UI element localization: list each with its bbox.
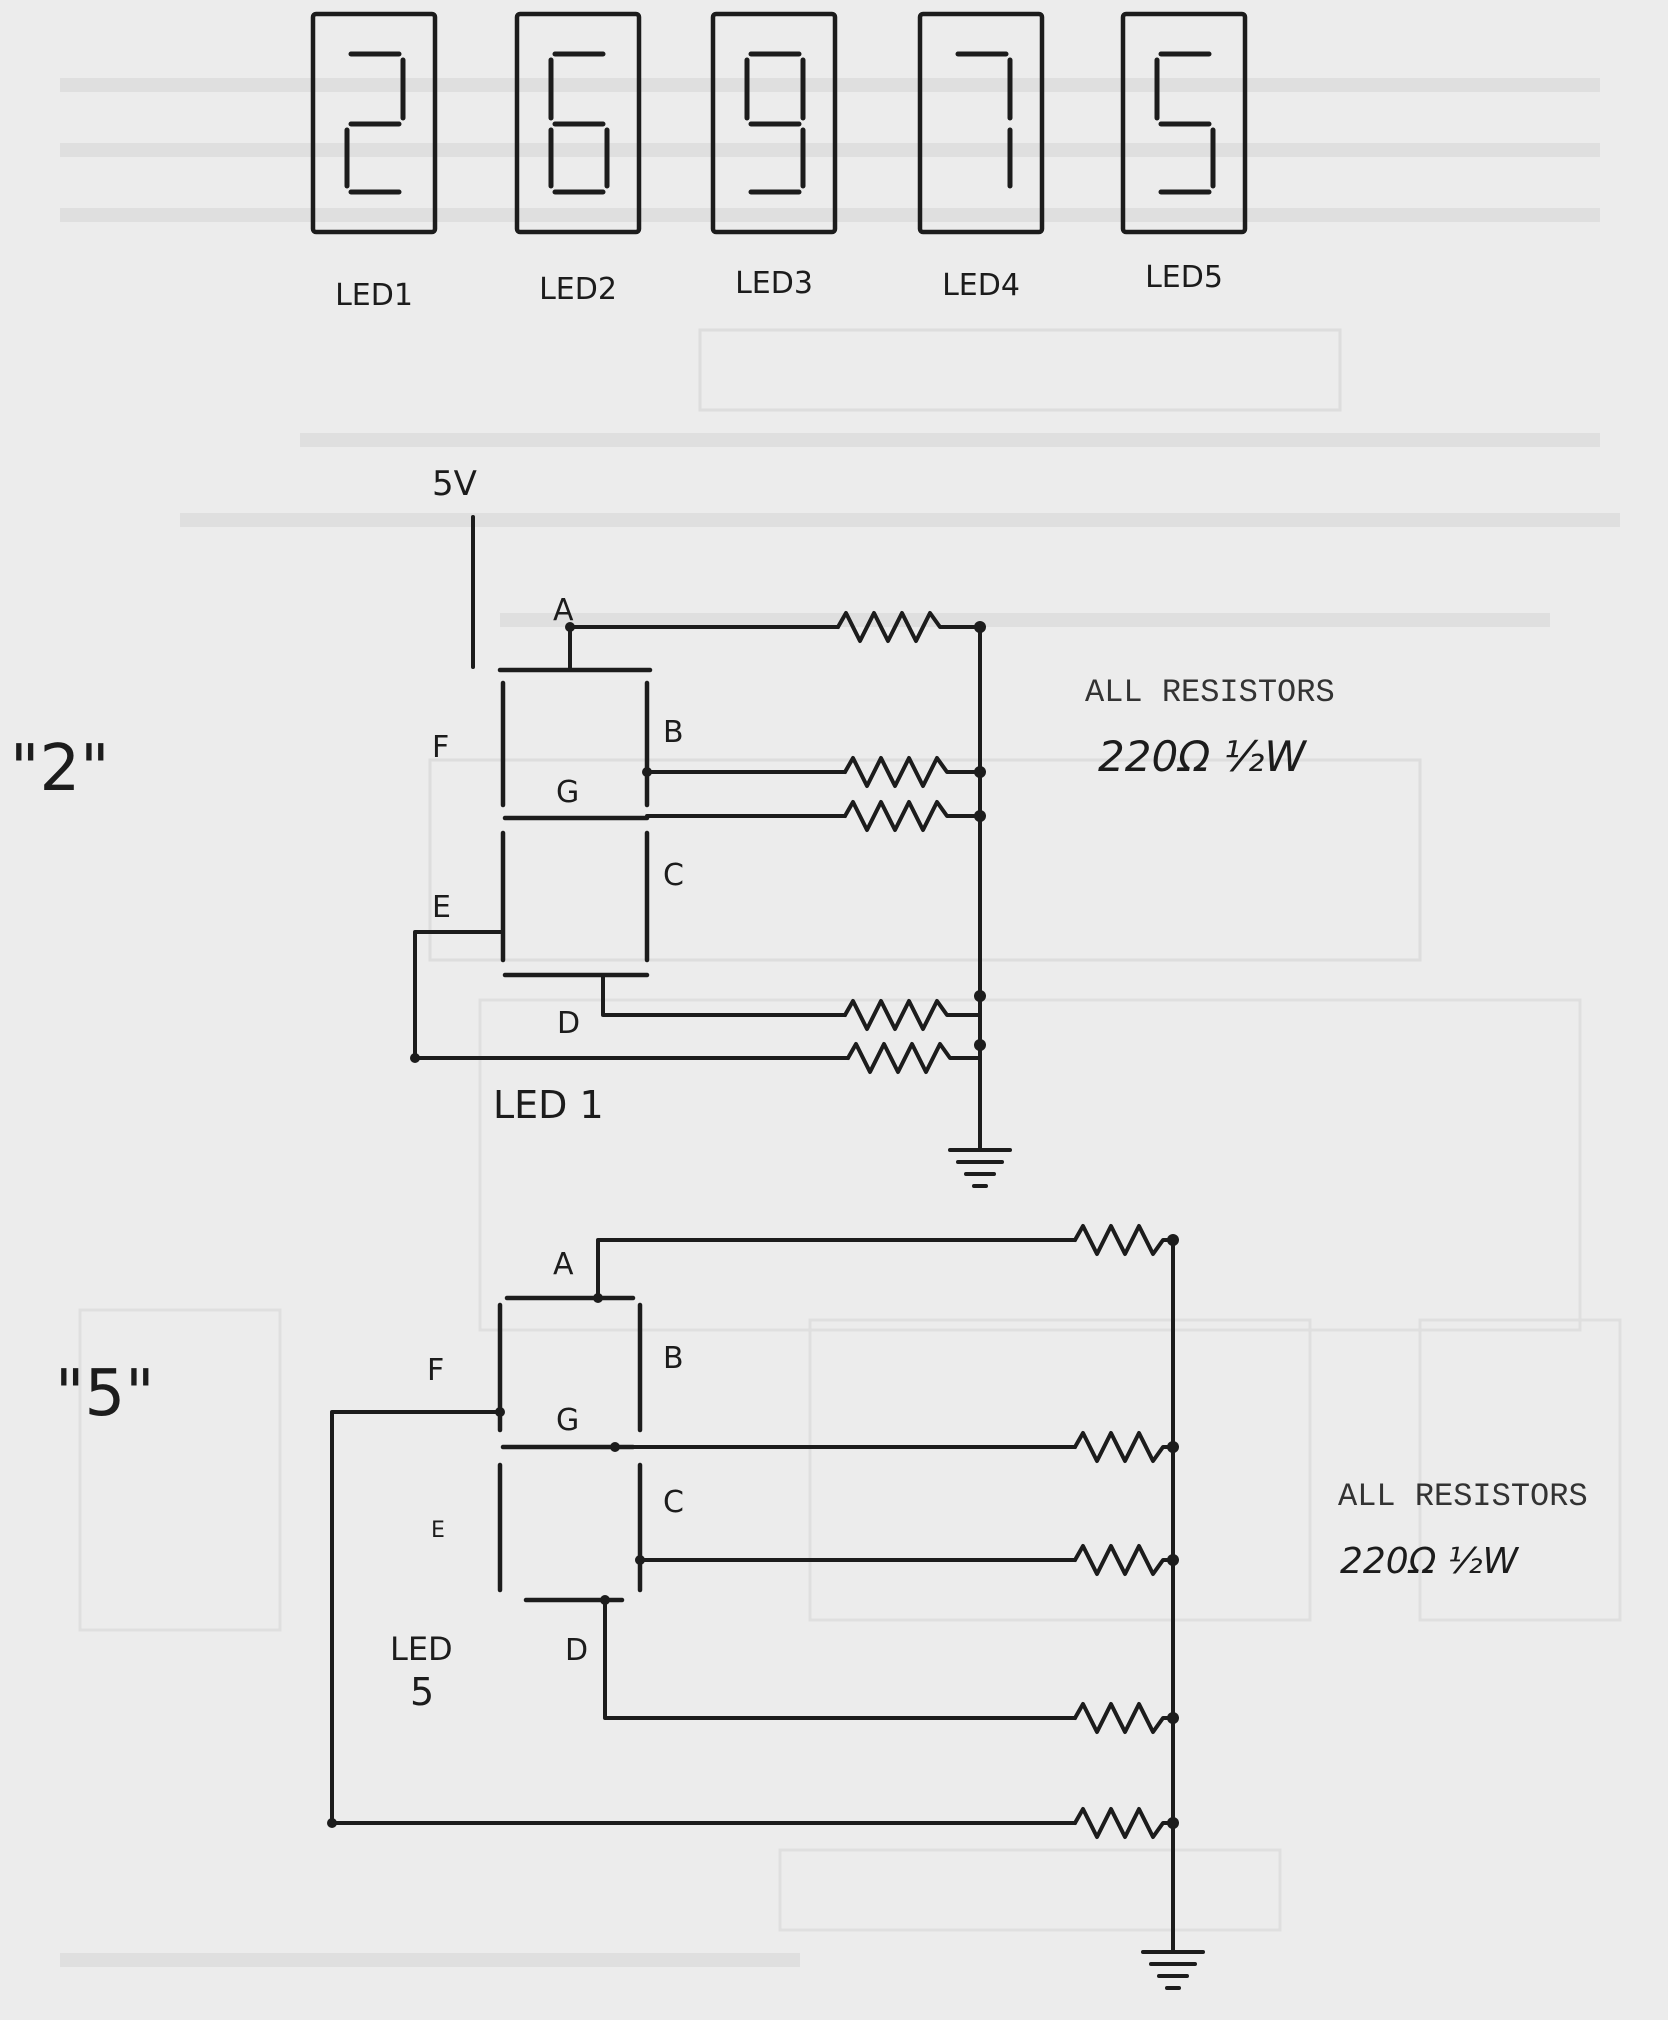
- junction: [593, 1293, 603, 1303]
- junction: [1167, 1554, 1179, 1566]
- wire-d: [601, 973, 847, 1017]
- led5-resistors: [1073, 1224, 1175, 1839]
- wire-f: [330, 1410, 1077, 1825]
- junction: [327, 1818, 337, 1828]
- led1-resistors: [836, 611, 982, 1074]
- junction: [974, 1039, 986, 1051]
- bleed-through: [60, 78, 1622, 1967]
- display-frame: [1120, 11, 1248, 235]
- wire-e: [413, 930, 850, 1060]
- resistor-f: [1073, 1807, 1175, 1839]
- led5-display-label-line2: 5: [410, 1670, 434, 1714]
- junction: [565, 622, 575, 632]
- resistor-a: [836, 611, 982, 643]
- display-label: LED5: [1145, 260, 1223, 295]
- digit-2-caption: "2": [10, 732, 110, 806]
- display-led2: LED2: [514, 11, 642, 307]
- junction: [600, 1595, 610, 1605]
- led5-wires: [330, 1238, 1175, 1952]
- junction: [1167, 1712, 1179, 1724]
- resistor-note-line2: 220Ω ½W: [1098, 732, 1307, 781]
- display-label: LED2: [539, 272, 617, 307]
- resistor-note-line2: 220Ω ½W: [1340, 1541, 1520, 1582]
- junction: [974, 810, 986, 822]
- junction: [642, 767, 652, 777]
- resistor-a: [1073, 1224, 1175, 1256]
- junction: [495, 1407, 505, 1417]
- label-e: E: [432, 890, 451, 925]
- label-a: A: [553, 593, 574, 628]
- led5-segment-labels: A F B G C E D: [427, 1247, 684, 1668]
- display-led3: LED3: [710, 11, 838, 301]
- junction: [610, 1442, 620, 1452]
- junction: [974, 621, 986, 633]
- display-led4: LED4: [917, 11, 1045, 303]
- display-led1: LED1: [310, 11, 438, 313]
- led1-display-label: LED 1: [493, 1083, 604, 1127]
- label-c: C: [663, 858, 684, 893]
- label-g: G: [556, 775, 579, 810]
- circuit-digit-5: "5" A F B G C E D: [55, 1224, 1588, 1990]
- display-frame: [310, 11, 438, 235]
- label-f: F: [432, 730, 449, 765]
- label-b: B: [663, 1341, 684, 1376]
- wire-a: [596, 1238, 1077, 1300]
- resistor-d: [843, 999, 982, 1031]
- supply-5v-label: 5V: [432, 464, 477, 504]
- display-frame: [514, 11, 642, 235]
- resistor-b: [843, 756, 982, 788]
- display-frame: [917, 11, 1045, 235]
- digit-5-caption: "5": [55, 1357, 155, 1431]
- resistor-note-line1: ALL RESISTORS: [1085, 674, 1335, 711]
- wire-d: [603, 1598, 1077, 1720]
- label-d: D: [557, 1006, 580, 1041]
- display-label: LED3: [735, 266, 813, 301]
- led1-junctions: [410, 621, 986, 1063]
- resistor-note-line1: ALL RESISTORS: [1338, 1478, 1588, 1515]
- junction: [974, 990, 986, 1002]
- display-label: LED1: [335, 278, 413, 313]
- display-frame: [710, 11, 838, 235]
- display-led5: LED5: [1120, 11, 1248, 295]
- led1-segments: [497, 667, 653, 978]
- resistor-g: [1073, 1431, 1175, 1463]
- led5-display-label-line1: LED: [390, 1630, 453, 1668]
- resistor-d: [1073, 1702, 1175, 1734]
- label-e: E: [431, 1518, 445, 1543]
- led5-junctions: [327, 1234, 1179, 1829]
- wire-a: [568, 625, 840, 672]
- seven-segment-displays: LED1 LED2 LED3 LED4 LED5: [310, 11, 1248, 313]
- junction: [1167, 1441, 1179, 1453]
- label-a: A: [553, 1247, 574, 1282]
- resistor-c: [1073, 1544, 1175, 1576]
- resistor-g: [843, 800, 982, 832]
- junction: [1167, 1817, 1179, 1829]
- label-d: D: [565, 1633, 588, 1668]
- resistor-e: [846, 1042, 982, 1074]
- ground-symbol-1: [948, 1148, 1012, 1188]
- label-g: G: [556, 1403, 579, 1438]
- led1-wires: [413, 625, 982, 1150]
- circuit-digit-2: "2" 5V A F B G C E D: [10, 464, 1335, 1188]
- junction: [635, 1555, 645, 1565]
- label-b: B: [663, 715, 684, 750]
- junction: [1167, 1234, 1179, 1246]
- label-f: F: [427, 1353, 444, 1388]
- led1-segment-labels: A F B G C E D: [432, 593, 684, 1041]
- label-c: C: [663, 1485, 684, 1520]
- junction: [410, 1053, 420, 1063]
- display-label: LED4: [942, 268, 1020, 303]
- junction: [974, 766, 986, 778]
- ground-symbol-2: [1141, 1950, 1205, 1990]
